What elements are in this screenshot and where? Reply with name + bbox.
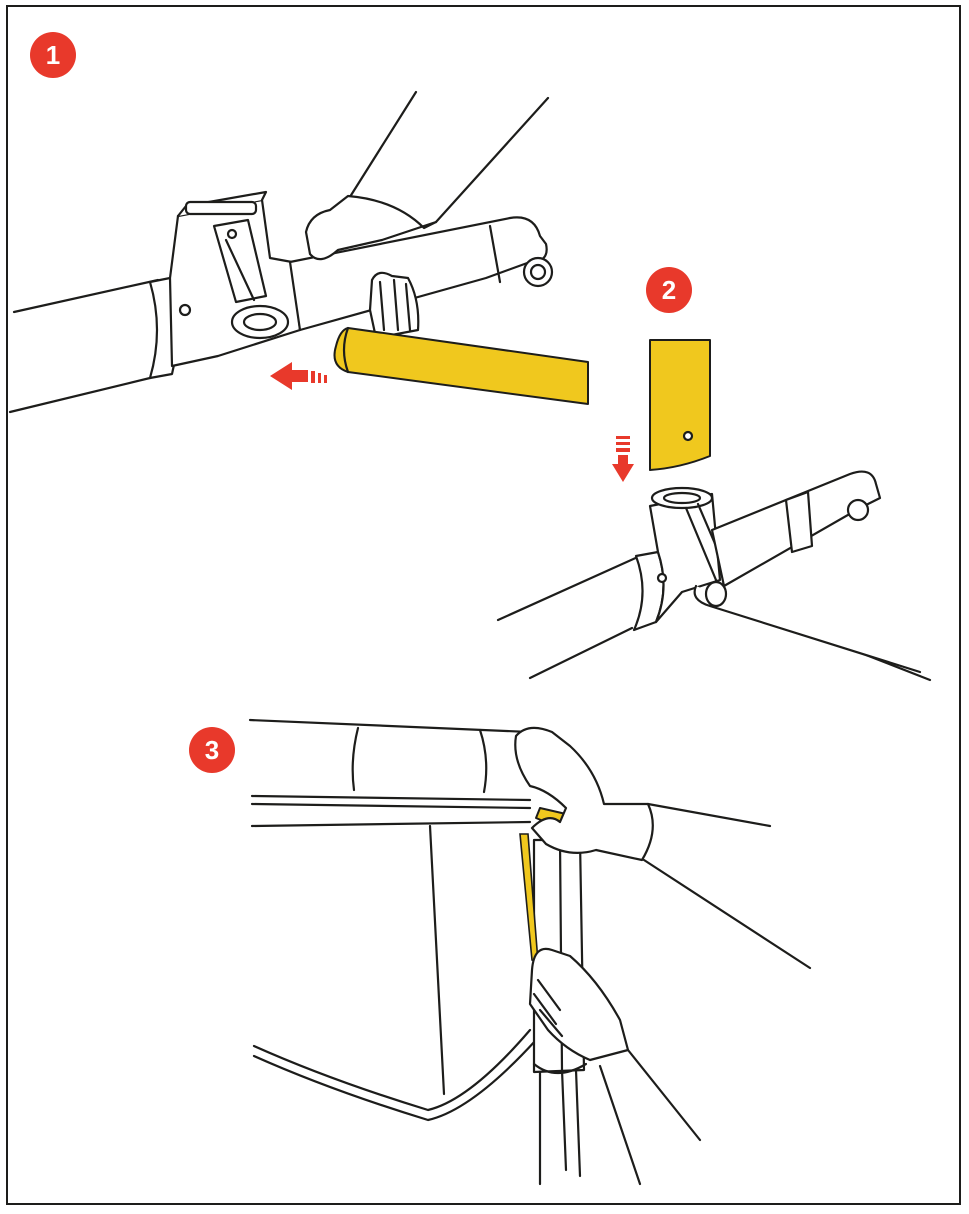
corner-connector [168, 198, 302, 368]
step-1-illustration [8, 90, 589, 414]
tube-end [342, 326, 350, 374]
brace-pin [226, 228, 238, 240]
socket-inner [242, 312, 278, 332]
rail-upper-left [496, 554, 642, 622]
yellow-tube-horizontal [333, 327, 589, 405]
frame-tube-top-edge [12, 278, 160, 314]
upper-hand [514, 726, 654, 862]
lower-hand-fingers [378, 278, 412, 332]
step-badge-2: 2 [646, 267, 692, 313]
cot-base-edge-2 [252, 1038, 538, 1122]
rail-clip [488, 224, 502, 284]
connector-hole [178, 303, 192, 317]
insert-arrow-down [612, 436, 634, 482]
cot-rail-line-1 [250, 794, 532, 802]
insert-arrow-left [270, 362, 327, 390]
cot-rail-top [248, 718, 532, 734]
rail-lower-left [528, 626, 634, 680]
step-2-illustration [496, 339, 932, 682]
caster-wheel-right [846, 498, 870, 522]
upper-arm [642, 802, 812, 970]
instruction-panel [6, 5, 961, 1205]
arm-right-line [434, 96, 550, 224]
leg-lower [538, 1068, 582, 1186]
post-hole [656, 572, 668, 584]
connector-brace [212, 218, 268, 304]
yellow-tube-vertical [649, 339, 711, 471]
step-badge-1: 1 [30, 32, 76, 78]
caster-hub [529, 263, 547, 281]
step-3-illustration [248, 718, 812, 1186]
lower-hand-fingers [532, 978, 564, 1038]
crossbar-joint [704, 580, 728, 608]
connector-slot [184, 200, 258, 216]
fabric-seam [428, 824, 446, 1096]
leg-cuff [532, 1062, 588, 1075]
cot-rail-bottom [250, 820, 532, 828]
brace-line [224, 238, 256, 302]
rail-fabric-folds [351, 726, 488, 794]
lower-hand [528, 947, 630, 1062]
lower-arm [598, 1048, 702, 1186]
arm-left-line [346, 90, 418, 202]
cot-base-edge [252, 1028, 532, 1112]
cot-rail-line-2 [250, 802, 532, 810]
rail-clip-right [784, 490, 814, 554]
frame-tube-bottom-edge [8, 376, 152, 414]
tube-hole [682, 430, 694, 442]
lower-crossbar [693, 584, 922, 674]
post-socket-inner [662, 491, 702, 505]
upper-hand [304, 194, 438, 261]
step-badge-3: 3 [189, 727, 235, 773]
